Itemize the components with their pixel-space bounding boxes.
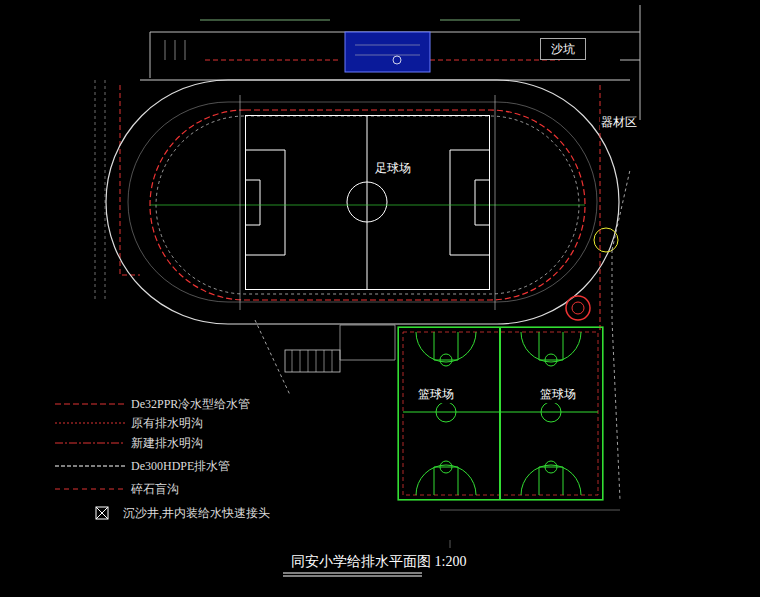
legend-line-sample xyxy=(55,443,125,444)
legend-text: 沉沙井,井内装给水快速接头 xyxy=(122,505,271,522)
legend-text: 碎石盲沟 xyxy=(130,481,180,498)
football-field: 足球场 xyxy=(245,115,490,290)
legend-line-sample xyxy=(55,489,125,490)
legend-line-sample xyxy=(55,466,125,467)
legend-text: De32PPR冷水型给水管 xyxy=(130,396,251,413)
legend-text: 新建排水明沟 xyxy=(130,435,204,452)
basketball-court: 篮球场 xyxy=(500,327,603,500)
legend-line-sample xyxy=(55,404,125,405)
legend-text: 原有排水明沟 xyxy=(130,415,204,432)
sump-symbol xyxy=(96,507,108,519)
legend-text: De300HDPE排水管 xyxy=(130,458,231,475)
area-label: 篮球场 xyxy=(417,386,455,403)
area-label: 足球场 xyxy=(374,160,412,177)
area-label: 篮球场 xyxy=(539,386,577,403)
basketball-court: 篮球场 xyxy=(398,327,500,500)
area-label: 器材区 xyxy=(600,114,638,131)
sand-pit-box: 沙坑 xyxy=(540,38,586,60)
legend-line-sample xyxy=(55,423,125,424)
area-label: 沙坑 xyxy=(550,41,576,58)
drawing-title: 同安小学给排水平面图 1:200 xyxy=(290,553,467,571)
sump-symbol xyxy=(96,507,108,519)
